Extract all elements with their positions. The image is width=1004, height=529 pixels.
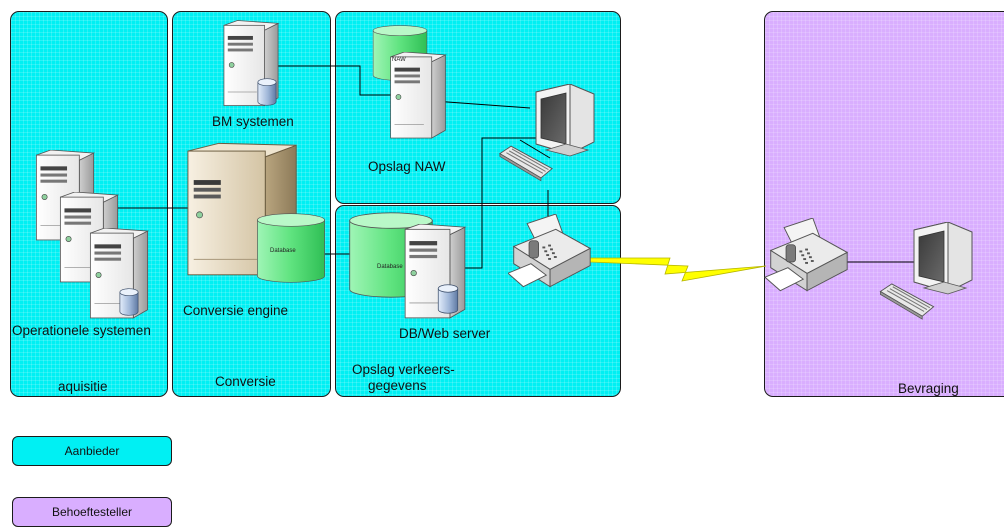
database-cylinder-icon (118, 288, 140, 316)
zone-label-bevraging: Bevraging (898, 381, 959, 396)
database-cylinder-icon (436, 284, 460, 314)
zone-label-opslag-verkeers-line2: gegevens (368, 378, 427, 393)
label-bm-systemen: BM systemen (212, 114, 294, 129)
zone-opslag-verkeersgegevens (335, 205, 621, 397)
fax-machine-icon (764, 218, 852, 304)
zone-bevraging (764, 11, 1004, 397)
legend-behoeftesteller-label: Behoeftesteller (51, 505, 133, 519)
lightning-bolt-icon (589, 257, 767, 282)
server-tower-icon (388, 52, 448, 140)
label-dbweb-server: DB/Web server (399, 326, 491, 341)
legend-aanbieder-label: Aanbieder (64, 444, 120, 458)
label-opslag-naw: Opslag NAW (368, 159, 446, 174)
label-naw-database: NAW (392, 57, 406, 63)
label-operationele-systemen: Operationele systemen (12, 323, 151, 338)
keyboard-icon (878, 282, 936, 320)
zone-label-aquisitie: aquisitie (58, 379, 108, 394)
fax-machine-icon (508, 214, 594, 300)
label-conversie-engine: Conversie engine (183, 303, 289, 318)
legend-behoeftesteller: Behoeftesteller (12, 497, 172, 527)
zone-label-conversie: Conversie (215, 374, 276, 389)
keyboard-icon (498, 144, 554, 182)
legend-aanbieder: Aanbieder (12, 436, 172, 466)
zone-label-opslag-verkeers-line1: Opslag verkeers- (352, 362, 455, 377)
label-database-web: Database (377, 264, 403, 270)
label-database-conversie: Database (270, 248, 296, 254)
database-cylinder-icon (256, 78, 278, 106)
